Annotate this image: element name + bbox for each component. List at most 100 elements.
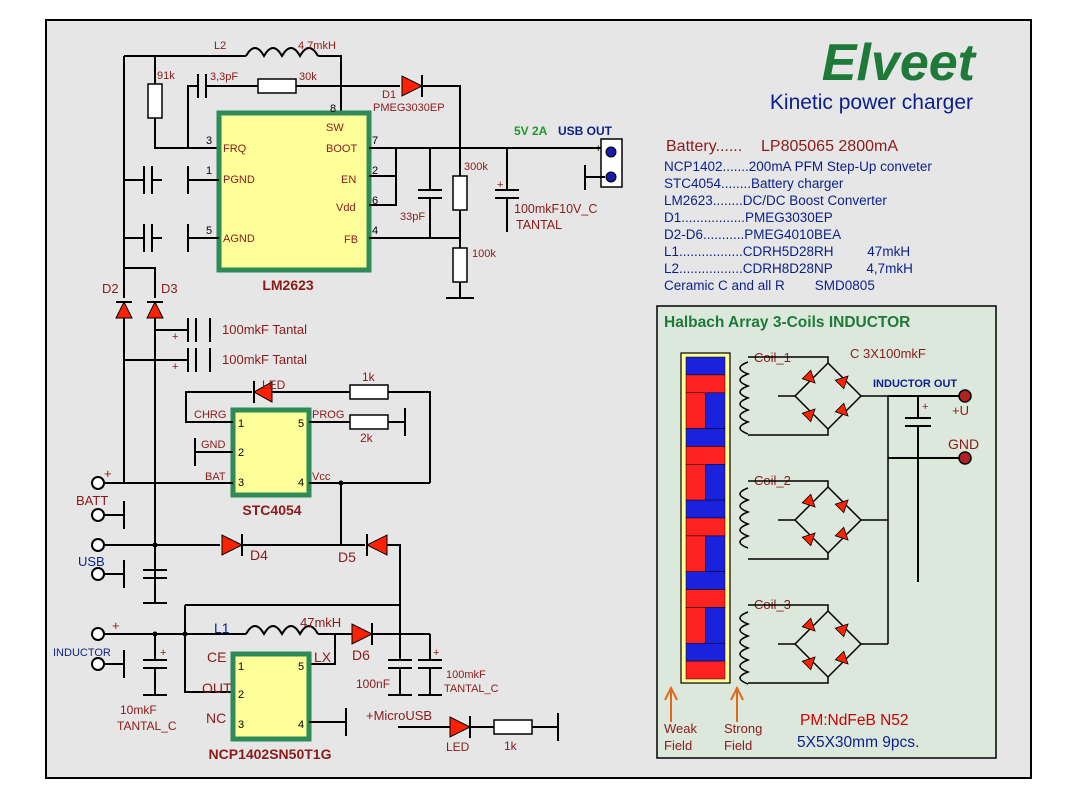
weak-label-2: Field — [664, 738, 692, 753]
tantal1-label: 100mkF Tantal — [222, 322, 307, 337]
stc4054-pin-chrg: CHRG — [194, 409, 226, 421]
inductor-l2 — [245, 47, 319, 59]
usb-out-rating: 5V 2A — [514, 124, 548, 138]
c3p3-label: 3,3pF — [210, 71, 238, 83]
lm2623-pinnum-boot: 7 — [372, 135, 378, 147]
diode-d1 — [401, 75, 424, 97]
pm-size: 5X5X30mm 9pcs. — [797, 734, 919, 751]
magnet-segment — [685, 428, 726, 465]
micro-led-label: LED — [446, 740, 470, 754]
usb-plus-terminal — [91, 538, 105, 552]
title: Elveet — [822, 34, 978, 92]
coil-1 — [739, 361, 751, 435]
pm-type: PM:NdFeB N52 — [800, 712, 909, 729]
lm2623-pin-agnd: AGND — [223, 233, 255, 245]
rectifier-bridge — [748, 356, 888, 436]
ncp-cout-type: TANTAL_C — [444, 683, 499, 695]
l2-value: 4,7mkH — [298, 40, 336, 52]
inductor-l1 — [245, 625, 319, 637]
stc4054-pin-gnd: GND — [201, 439, 226, 451]
r30k-label: 30k — [299, 71, 317, 83]
strong-label-1: Strong — [724, 721, 762, 736]
stc4054-pin-vcc: Vcc — [312, 471, 331, 483]
plus-u-label: +U — [952, 403, 969, 418]
ncp-cout-plus: + — [433, 647, 439, 659]
rectifier-bridge — [748, 480, 888, 560]
tantal2-label: 100mkF Tantal — [222, 352, 307, 367]
bridge-diode — [834, 526, 849, 541]
r100k-label: 100k — [472, 248, 496, 260]
lm2623-pin-en: EN — [341, 174, 356, 186]
l2-label: L2 — [214, 40, 226, 52]
ncp-l1-label: L1 — [214, 620, 230, 636]
bridge-diode — [801, 532, 816, 547]
resistor-1k-led — [349, 384, 389, 400]
inductor-out-label: INDUCTOR OUT — [873, 378, 957, 390]
batt-plus: + — [104, 466, 112, 481]
ncp-pinnum-ce: 1 — [238, 661, 244, 673]
stc4054-pin-bat: BAT — [205, 471, 226, 483]
coil-2 — [739, 487, 751, 549]
batt-plus-terminal — [91, 476, 105, 490]
halbach-title: Halbach Array 3-Coils INDUCTOR — [664, 314, 910, 331]
stc4054-name: STC4054 — [242, 502, 301, 518]
magnet-segment — [685, 356, 726, 394]
micro-r1k-label: 1k — [504, 739, 518, 753]
inductor-label: INDUCTOR — [53, 647, 111, 659]
d2-label: D2 — [102, 281, 119, 296]
bom-line: L1.................CDRH5D28RH 47mkH — [664, 244, 910, 259]
lm2623-pinnum-vdd: 6 — [372, 195, 378, 207]
bill-of-materials: Battery...... LP805065 2800mA NCP1402...… — [664, 138, 932, 293]
inductor-minus-terminal — [91, 657, 105, 671]
weak-label-1: Weak — [664, 721, 697, 736]
led-micro-usb — [449, 716, 472, 738]
stc4054-section: STC4054 CHRG PROG GND BAT Vcc 1 5 2 3 4 … — [105, 370, 431, 545]
bridge-diode — [801, 656, 816, 671]
stc4054-pinnum-vcc: 4 — [298, 477, 304, 489]
magnet-segment — [685, 571, 726, 608]
ncp-cout-label: 100mkF — [446, 669, 486, 681]
d4-d5-section: D4 D5 — [221, 534, 401, 605]
coil-3 — [739, 611, 751, 685]
bridge-diode — [834, 402, 849, 417]
ncp1402-section: + INDUCTOR + 10mkF TANTAL_C L1 47mkH D6 … — [53, 604, 559, 762]
stc-r1k-label: 1k — [362, 370, 376, 384]
ncp-pinnum-lx: 5 — [298, 661, 304, 673]
lm2623-pin-pgnd: PGND — [223, 174, 255, 186]
bridge-diode — [834, 375, 849, 390]
lm2623-section: L2 4,7mkH 91k 3,3pF 30k D1 PMEG3030EP LM… — [123, 40, 623, 299]
stc4054-pinnum-gnd: 2 — [238, 447, 244, 459]
d3-label: D3 — [161, 281, 178, 296]
magnet-segment — [685, 499, 726, 537]
stc4054-pinnum-prog: 5 — [298, 418, 304, 430]
bom-line: L2.................CDRH8D28NP 4,7mkH — [664, 261, 913, 276]
plus-u-terminal — [958, 389, 972, 403]
resistor-100k — [452, 247, 468, 283]
bom-line: LM2623........DC/DC Boost Converter — [664, 193, 887, 208]
cout-label: 100mkF10V_C — [514, 202, 597, 216]
ncp-pin-ce: CE — [207, 649, 226, 665]
cout-type: TANTAL — [516, 218, 562, 232]
magnet-segment — [685, 535, 726, 572]
stc4054-pin-prog: PROG — [312, 409, 344, 421]
bridge-diode — [801, 408, 816, 423]
bom-line: STC4054........Battery charger — [664, 176, 844, 191]
ncp-pinnum-nc: 3 — [238, 719, 244, 731]
bom-battery-key: Battery...... — [666, 138, 742, 155]
halbach-plus: + — [922, 401, 928, 413]
halbach-panel: Halbach Array 3-Coils INDUCTOR Coil_1 Co… — [656, 305, 997, 759]
bom-battery-value: LP805065 2800mA — [761, 138, 898, 155]
ncp-cin-type: TANTAL_C — [117, 719, 177, 733]
cout-plus: + — [497, 179, 503, 191]
lm2623-pin-vdd: Vdd — [336, 202, 356, 214]
c33p-label: 33pF — [400, 211, 425, 223]
usb-label: USB — [78, 554, 105, 569]
halbach-magnets — [685, 356, 726, 680]
magnet-segment — [685, 464, 726, 501]
diode-d6 — [351, 623, 374, 645]
usb-out-pin-minus — [605, 171, 617, 183]
strong-arrow — [730, 685, 744, 722]
lm2623-pinnum-fb: 4 — [372, 225, 378, 237]
usb-out-plus: + — [595, 143, 601, 155]
